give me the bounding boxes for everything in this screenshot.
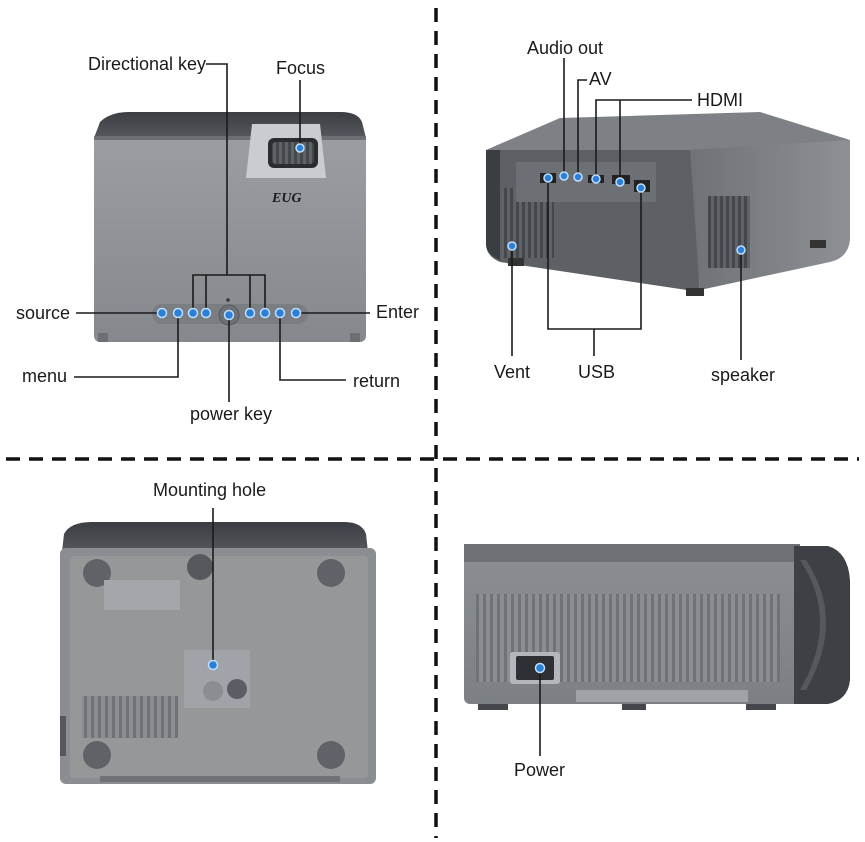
bottom-view-projector	[60, 522, 376, 784]
mounting-hole-dot	[207, 659, 219, 671]
power-dot	[534, 662, 546, 674]
label-focus: Focus	[276, 58, 325, 78]
label-hdmi: HDMI	[697, 90, 743, 110]
label-audio-out: Audio out	[527, 38, 603, 58]
top-view-callout-dots	[156, 143, 305, 321]
label-power: Power	[514, 760, 565, 780]
label-power-key: power key	[190, 404, 272, 424]
top-view-leaders	[74, 63, 370, 402]
label-enter: Enter	[376, 302, 419, 322]
label-directional-key: Directional key	[88, 54, 206, 74]
label-usb: USB	[578, 362, 615, 382]
rear-view-leaders	[511, 58, 742, 360]
label-source: source	[16, 303, 70, 323]
brand-logo: EUG	[271, 191, 302, 206]
label-av: AV	[589, 69, 612, 89]
label-return: return	[353, 371, 400, 391]
label-mounting-hole: Mounting hole	[153, 480, 266, 500]
side-view-projector	[464, 544, 850, 710]
label-menu: menu	[22, 366, 67, 386]
rear-view-callout-dots	[507, 171, 746, 255]
label-vent: Vent	[494, 362, 530, 382]
top-view-projector	[94, 112, 366, 342]
label-speaker: speaker	[711, 365, 775, 385]
rear-view-projector	[486, 112, 850, 296]
